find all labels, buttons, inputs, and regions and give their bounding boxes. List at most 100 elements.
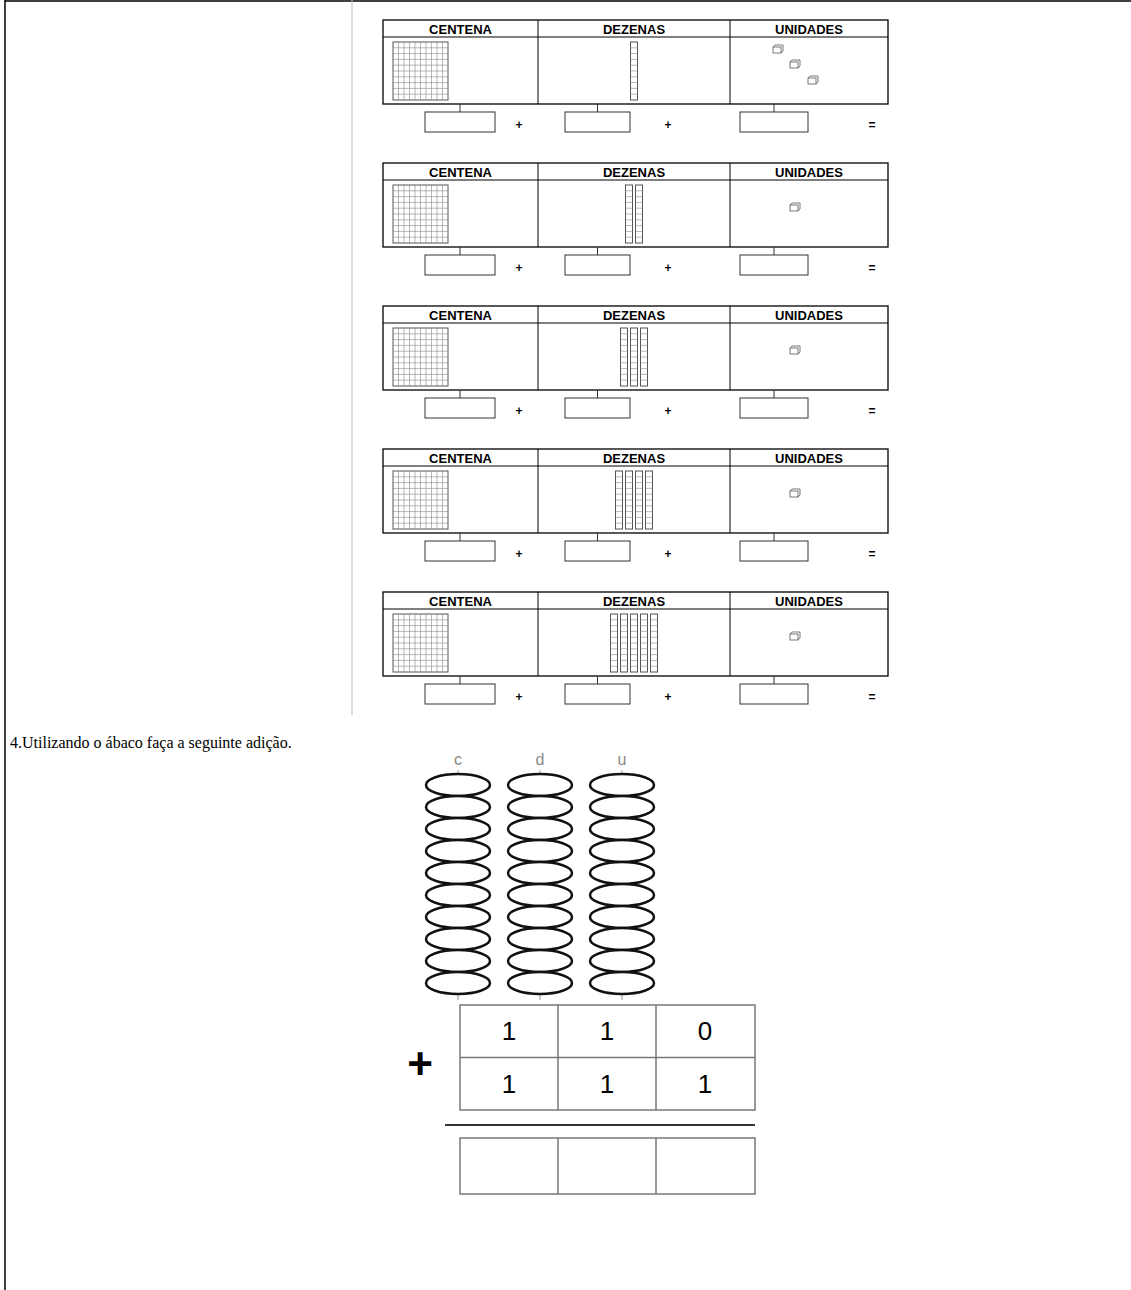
table-frame — [383, 306, 888, 390]
header-line — [383, 609, 888, 610]
answer-tick — [597, 104, 598, 112]
answer-tick — [774, 533, 775, 541]
answer-box — [425, 112, 495, 132]
ten-rod — [636, 185, 643, 243]
abacus-bead — [426, 906, 490, 928]
unit-cube — [790, 203, 800, 211]
answer-box — [565, 255, 630, 275]
answer-box — [740, 398, 808, 418]
answer-box — [565, 398, 630, 418]
column-line — [730, 306, 731, 390]
ten-rod — [626, 185, 633, 243]
answer-tick — [460, 104, 461, 112]
column-line — [730, 20, 731, 104]
answer-tick — [774, 104, 775, 112]
answer-box — [425, 398, 495, 418]
header-line — [383, 37, 888, 38]
equals-sign: = — [868, 690, 875, 704]
abacus-bead — [590, 840, 654, 862]
answer-tick — [460, 676, 461, 684]
column-header: CENTENA — [429, 594, 492, 609]
answer-box — [565, 112, 630, 132]
abacus-bead — [508, 840, 572, 862]
place-value-table — [383, 592, 888, 704]
ten-rod — [631, 614, 638, 672]
column-header: CENTENA — [429, 22, 492, 37]
column-header: CENTENA — [429, 165, 492, 180]
answer-box — [565, 684, 630, 704]
abacus-rod — [426, 770, 490, 1000]
column-letter: u — [618, 751, 627, 769]
abacus-bead — [426, 928, 490, 950]
answer-box — [740, 684, 808, 704]
answer-box — [740, 541, 808, 561]
answer-box — [740, 255, 808, 275]
plus-sign: + — [664, 690, 671, 704]
answer-tick — [460, 247, 461, 255]
column-header: UNIDADES — [775, 451, 843, 466]
hundred-block — [393, 614, 448, 672]
column-line — [538, 20, 539, 104]
place-value-table — [383, 163, 888, 275]
unit-cube — [790, 632, 800, 640]
unit-cube — [790, 489, 800, 497]
digit-cell: 1 — [698, 1069, 712, 1100]
abacus-bead — [590, 972, 654, 994]
plus-sign: + — [664, 118, 671, 132]
abacus-bead — [590, 818, 654, 840]
table-frame — [383, 20, 888, 104]
answer-tick — [774, 676, 775, 684]
hundred-block — [393, 471, 448, 529]
column-header: CENTENA — [429, 308, 492, 323]
abacus-bead — [426, 840, 490, 862]
answer-box — [425, 684, 495, 704]
table-frame — [383, 449, 888, 533]
column-line — [730, 449, 731, 533]
plus-sign: + — [515, 261, 522, 275]
unit-cube — [808, 76, 818, 84]
abacus-bead — [590, 862, 654, 884]
answer-tick — [597, 390, 598, 398]
column-line — [730, 163, 731, 247]
header-line — [383, 180, 888, 181]
abacus-bead — [590, 950, 654, 972]
answer-tick — [597, 676, 598, 684]
answer-tick — [597, 533, 598, 541]
abacus-bead — [508, 928, 572, 950]
abacus-bead — [590, 928, 654, 950]
plus-sign: + — [664, 261, 671, 275]
answer-tick — [460, 533, 461, 541]
plus-sign: + — [515, 547, 522, 561]
ten-rod — [631, 328, 638, 386]
answer-tick — [597, 247, 598, 255]
place-value-table — [383, 306, 888, 418]
column-header: DEZENAS — [603, 165, 665, 180]
exercise-instruction: 4.Utilizando o ábaco faça a seguinte adi… — [10, 734, 292, 752]
addition-grid — [460, 1005, 755, 1110]
column-header: CENTENA — [429, 451, 492, 466]
place-value-table — [383, 20, 888, 132]
equals-sign: = — [868, 261, 875, 275]
header-line — [383, 466, 888, 467]
digit-cell: 1 — [502, 1016, 516, 1047]
hundred-block — [393, 42, 448, 100]
answer-box — [425, 541, 495, 561]
column-header: UNIDADES — [775, 594, 843, 609]
table-frame — [383, 163, 888, 247]
abacus-bead — [508, 862, 572, 884]
digit-cell: 1 — [502, 1069, 516, 1100]
column-header: UNIDADES — [775, 165, 843, 180]
abacus-bead — [508, 796, 572, 818]
column-header: UNIDADES — [775, 308, 843, 323]
abacus-bead — [426, 862, 490, 884]
abacus-bead — [426, 950, 490, 972]
digit-cell: 0 — [698, 1016, 712, 1047]
abacus-bead — [426, 818, 490, 840]
column-line — [730, 592, 731, 676]
ten-rod — [621, 328, 628, 386]
answer-box — [565, 541, 630, 561]
column-line — [538, 163, 539, 247]
ten-rod — [641, 328, 648, 386]
digit-cell: 1 — [600, 1016, 614, 1047]
